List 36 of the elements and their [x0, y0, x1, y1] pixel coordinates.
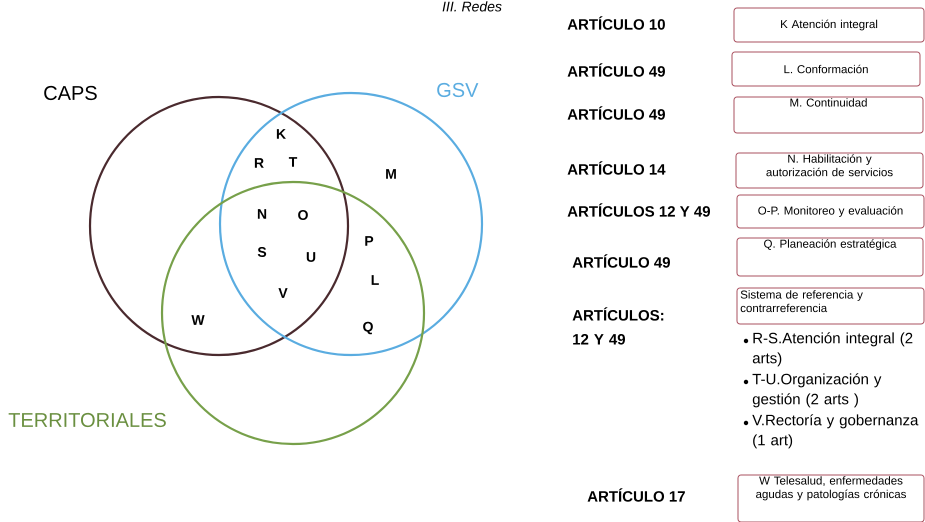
text-box: W Telesalud, enfermedades agudas y patologías crónicas — [738, 474, 925, 522]
region-letter: Q — [363, 322, 373, 334]
bullet-item: T-U.Organización y gestión (2 arts ) — [744, 373, 882, 408]
text-box: Q. Planeación estratégica — [736, 238, 924, 276]
article-label: ARTÍCULO 49 — [568, 63, 665, 77]
bullet-item: R-S.Atención integral (2 arts) — [744, 332, 912, 366]
set-label: GSV — [437, 82, 478, 98]
region-letter: N — [258, 209, 266, 219]
region-letter: U — [306, 252, 316, 262]
set-label: TERRITORIALES — [8, 412, 166, 428]
text-box: M. Continuidad — [734, 96, 924, 134]
region-letter: P — [365, 236, 374, 246]
title: III. Redes — [442, 1, 502, 12]
article-label: ARTÍCULO 17 — [588, 488, 685, 502]
text-box: Sistema de referencia y contrarreferencia — [736, 288, 925, 324]
region-letter: T — [288, 157, 298, 167]
article-label: ARTÍCULOS: 12 Y 49 — [572, 307, 664, 345]
article-label: ARTÍCULO 49 — [568, 106, 665, 120]
region-letter: O — [298, 210, 308, 220]
region-letter: V — [278, 288, 288, 298]
region-letter: S — [258, 247, 266, 257]
article-label: ARTÍCULO 10 — [568, 16, 665, 30]
text-box: L. Conformación — [732, 52, 921, 86]
text-box: N. Habilitación y autorización de servicios — [736, 152, 924, 188]
text-box: O-P. Monitoreo y evaluación — [736, 194, 925, 228]
region-letter: K — [276, 129, 286, 139]
region-letter: R — [254, 158, 264, 168]
region-letter: M — [386, 169, 396, 179]
text-box: K Atención integral — [734, 8, 925, 42]
article-label: ARTÍCULOS 12 Y 49 — [568, 203, 710, 217]
article-label: ARTÍCULO 49 — [572, 254, 670, 268]
bullet-item: V.Rectoría y gobernanza (1 art) — [744, 414, 918, 448]
region-letter: L — [372, 275, 379, 285]
region-letter: W — [191, 315, 205, 325]
set-label: CAPS — [44, 86, 97, 100]
article-label: ARTÍCULO 14 — [568, 161, 666, 175]
